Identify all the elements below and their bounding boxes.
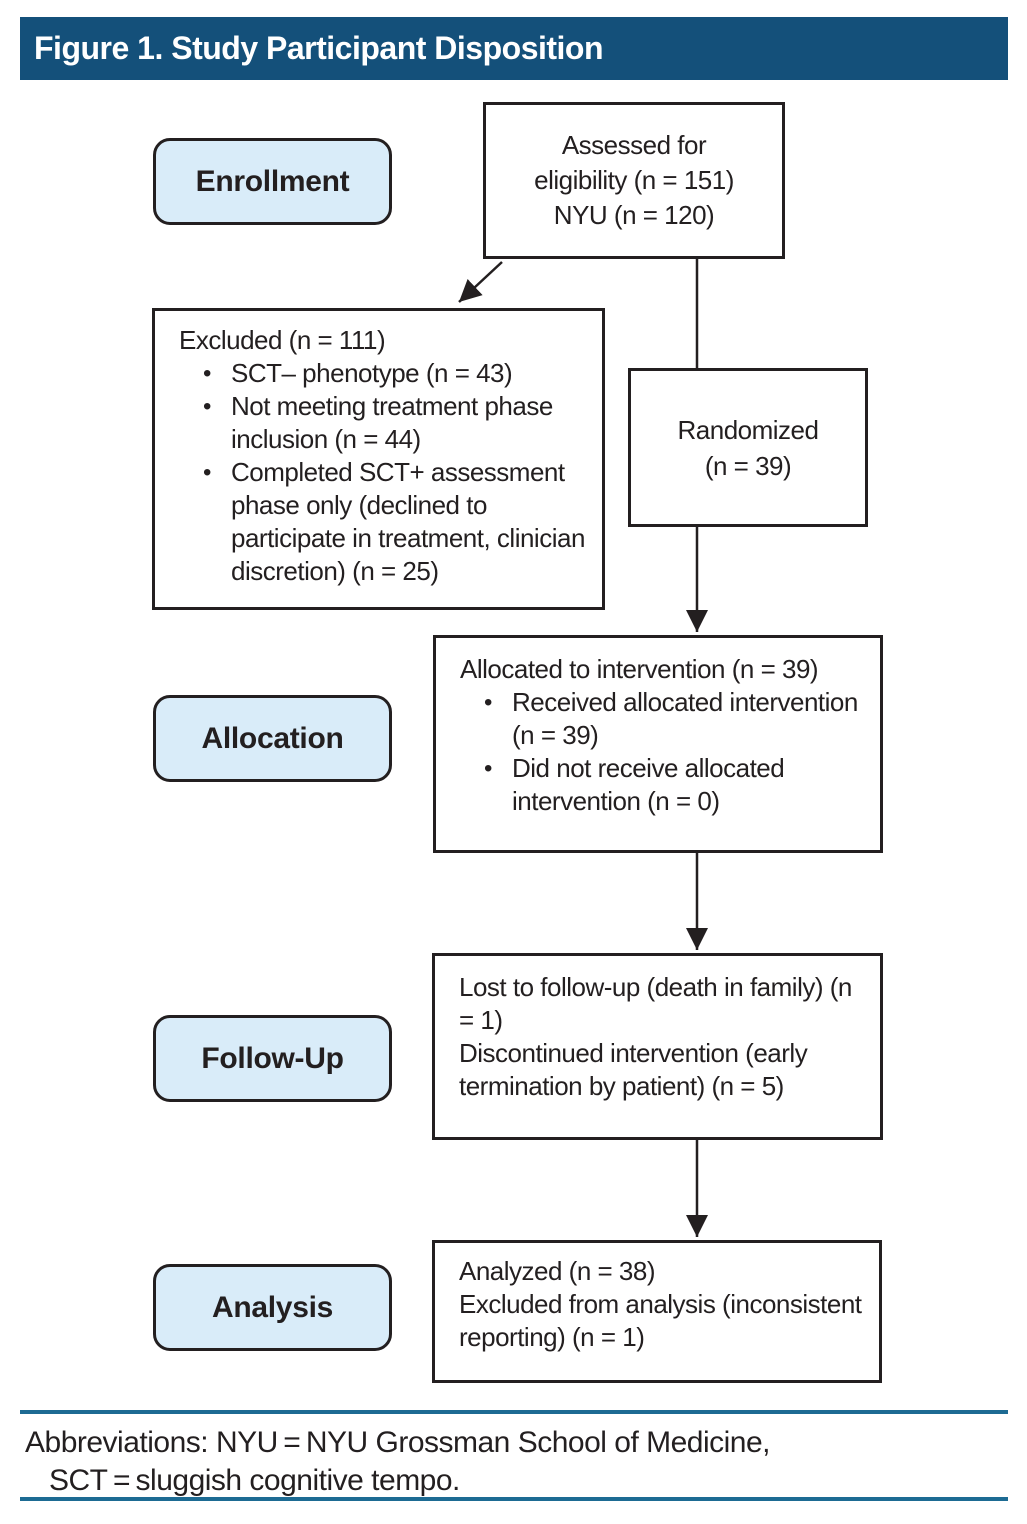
box-randomized: Randomized (n = 39) [628,368,868,527]
box-analyzed: Analyzed (n = 38) Excluded from analysis… [432,1240,882,1383]
stage-label-allocation: Allocation [153,695,392,782]
box-follow-up-losses: Lost to follow-up (death in family) (n =… [432,953,883,1140]
stage-label-follow-up: Follow-Up [153,1015,392,1102]
allocated-detail: Received allocated intervention (n = 39) [460,686,872,752]
box-allocated-to-intervention: Allocated to intervention (n = 39) Recei… [433,635,883,853]
allocated-title: Allocated to intervention (n = 39) [460,654,819,684]
assessed-line: Assessed for [561,130,707,160]
assessed-line: eligibility (n = 151) [534,165,734,195]
figure-title: Figure 1. Study Participant Disposition [34,30,604,66]
box-excluded: Excluded (n = 111) SCT– phenotype (n = 4… [152,308,605,610]
stage-label-analysis: Analysis [153,1264,392,1351]
stage-label-enrollment: Enrollment [153,138,392,225]
excluded-reason: SCT– phenotype (n = 43) [179,357,592,390]
footnote: Abbreviations: NYU = NYU Grossman School… [25,1424,1005,1500]
excluded-reason: Not meeting treatment phase inclusion (n… [179,390,592,456]
allocated-details-list: Received allocated intervention (n = 39)… [460,686,872,818]
randomized-line: Randomized [677,414,819,445]
allocated-detail: Did not receive allocated intervention (… [460,752,872,818]
footnote-rule-bottom [20,1497,1008,1501]
assessed-line: NYU (n = 120) [553,200,715,230]
box-assessed-for-eligibility: Assessed for eligibility (n = 151) NYU (… [483,102,785,259]
figure-title-bar: Figure 1. Study Participant Disposition [20,17,1008,80]
footnote-abbreviations-line: SCT = sluggish cognitive tempo. [49,1464,460,1497]
excluded-reason: Completed SCT+ assessment phase only (de… [179,456,592,588]
excluded-title: Excluded (n = 111) [179,325,386,355]
footnote-abbreviations-line: Abbreviations: NYU = NYU Grossman School… [25,1426,771,1459]
follow-up-line: Discontinued intervention (early termina… [459,1038,808,1101]
excluded-reasons-list: SCT– phenotype (n = 43) Not meeting trea… [179,357,592,588]
footnote-rule-top [20,1410,1008,1414]
analyzed-line: Excluded from analysis (inconsistent rep… [459,1289,862,1352]
follow-up-line: Lost to follow-up (death in family) (n =… [459,972,852,1035]
randomized-line: (n = 39) [704,450,792,481]
arrow-assessed-to-excluded [458,261,503,303]
analyzed-line: Analyzed (n = 38) [459,1256,656,1286]
